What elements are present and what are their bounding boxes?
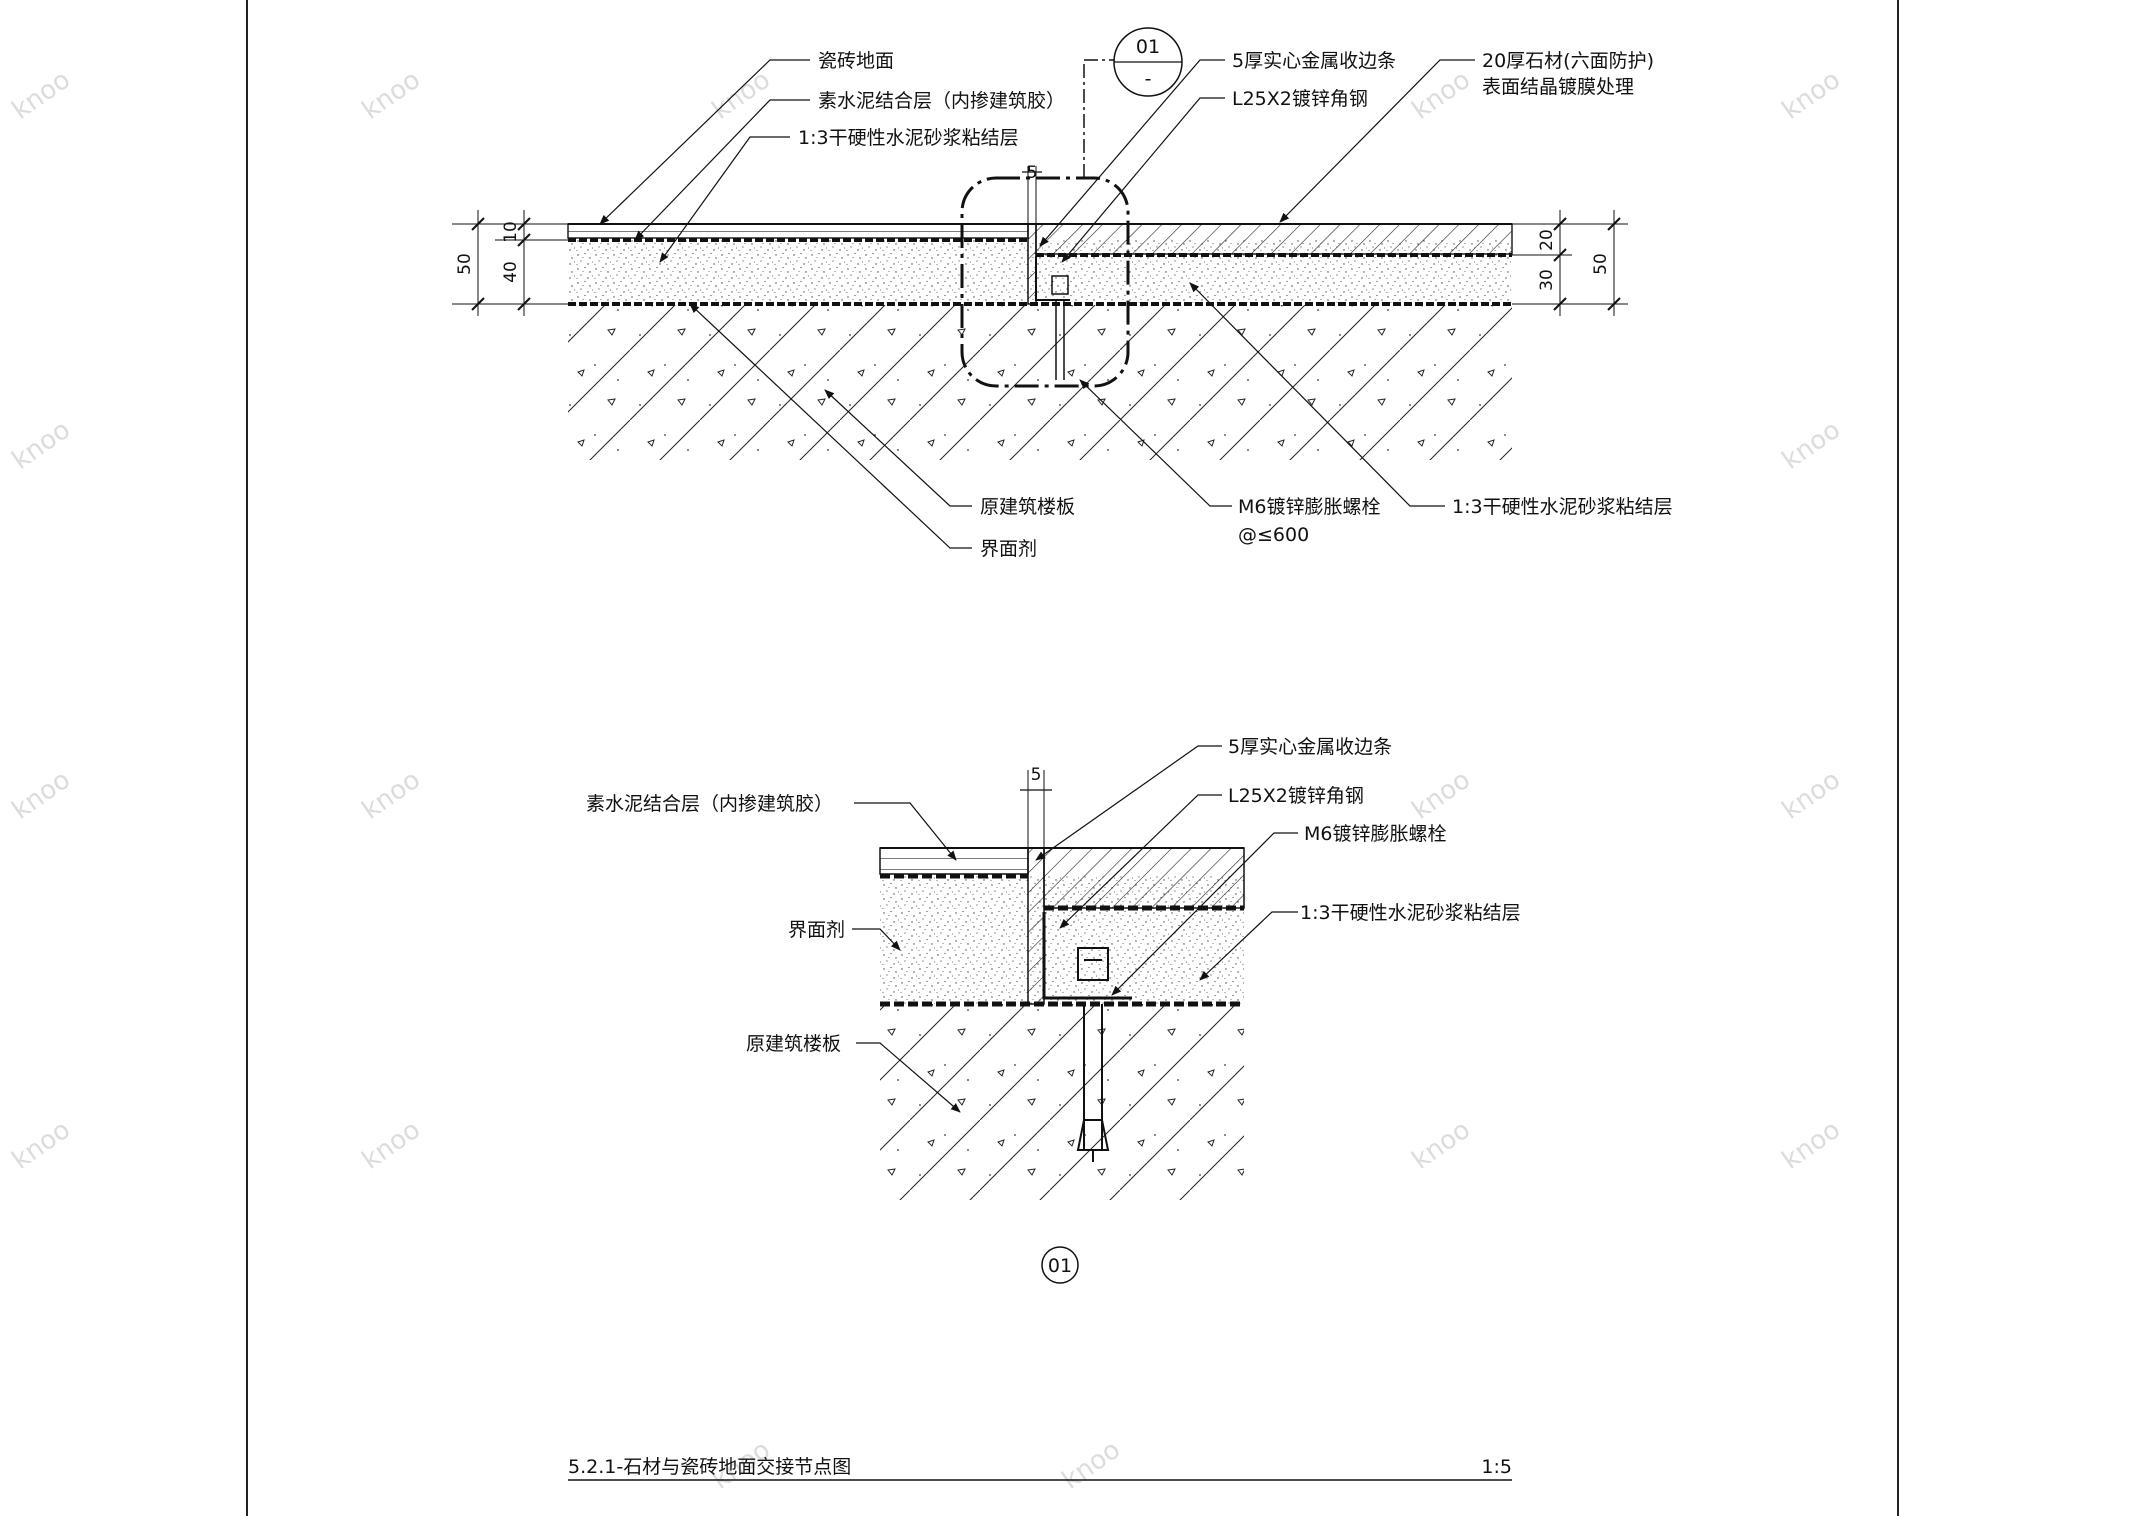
section-overview: 01 - 5 50 10 40 [452,27,1673,560]
detail-gap-dimension: 5 [1031,765,1042,785]
label-mortar-layer-left: 1:3干硬性水泥砂浆粘结层 [798,127,1019,149]
detail-callout-box [960,176,1130,388]
watermark: knoo [357,765,426,826]
detail-bolt-head [1077,947,1109,981]
watermark: knoo [1777,1115,1846,1176]
stone-layer [1035,223,1513,255]
leaders-detail [852,745,1298,1113]
watermark: knoo [707,65,776,126]
label-bolt-line1: M6镀锌膨胀螺栓 [1238,496,1380,518]
label-cement-bond-layer: 素水泥结合层（内掺建筑胶） [818,90,1065,112]
dim-right-total: 50 [1591,253,1611,275]
angle-steel [1035,256,1070,301]
label-original-slab: 原建筑楼板 [980,496,1075,518]
watermark: knoo [1407,1115,1476,1176]
label-tile-floor: 瓷砖地面 [818,50,894,72]
detail-label-angle-steel: L25X2镀锌角钢 [1228,785,1364,807]
label-bolt-line2: @≤600 [1238,524,1309,546]
dim-left-total: 50 [455,253,475,275]
detail-label-interface-agent: 界面剂 [788,919,845,941]
detail-label-metal-trim: 5厚实心金属收边条 [1228,736,1392,758]
section-detail: 5 5厚实心金属收边条 L25X2镀锌角钢 M6镀锌膨胀螺栓 素水泥结合层（内掺… [586,736,1521,1284]
dims-left: 50 10 40 [452,210,568,316]
drawing-scale: 1:5 [1481,1456,1512,1478]
bolt-head [1051,275,1069,295]
watermark: knoo [7,415,76,476]
watermark: knoo [7,765,76,826]
detail-angle-steel [1042,912,1132,1000]
watermark: knoo [357,1115,426,1176]
title-block: 5.2.1-石材与瓷砖地面交接节点图 1:5 [568,1456,1512,1481]
detail-number-circle [1041,1246,1079,1284]
watermark: knoo [7,65,76,126]
dims-right: 20 30 50 [1512,210,1628,316]
drawing-title: 5.2.1-石材与瓷砖地面交接节点图 [568,1456,851,1478]
leaders-top [599,59,1475,549]
label-stone-line2: 表面结晶镀膜处理 [1482,76,1634,98]
metal-trim [1027,223,1037,305]
label-mortar-layer-right: 1:3干硬性水泥砂浆粘结层 [1452,496,1673,518]
watermark: knoo [1407,765,1476,826]
dim-right-bottom: 30 [1537,269,1557,291]
detail-label-original-slab: 原建筑楼板 [746,1033,841,1055]
dim-left-top: 10 [501,221,521,243]
callout-number: 01 [1136,36,1160,58]
detail-slab-hatch [880,1004,1244,1200]
slab-hatch [568,305,1512,460]
tile-layer [567,223,1029,239]
detail-tile-layer [879,847,1029,875]
detail-stone-layer [1043,847,1245,909]
watermark: knoo [7,1115,76,1176]
detail-number: 01 [1048,1255,1072,1277]
detail-label-mortar-layer: 1:3干硬性水泥砂浆粘结层 [1300,902,1521,924]
watermark: knoo [1777,415,1846,476]
watermark: knoo [1777,765,1846,826]
dim-right-top: 20 [1537,229,1557,251]
label-metal-trim: 5厚实心金属收边条 [1232,50,1396,72]
label-interface-agent: 界面剂 [980,538,1037,560]
watermark: knoo [357,65,426,126]
label-angle-steel: L25X2镀锌角钢 [1232,88,1368,110]
detail-label-cement-bond-layer: 素水泥结合层（内掺建筑胶） [586,793,833,815]
watermark: knoo [1777,65,1846,126]
dim-left-bottom: 40 [501,261,521,283]
callout-sheet: - [1145,68,1152,90]
detail-label-bolt: M6镀锌膨胀螺栓 [1304,823,1446,845]
watermark: knoo [1407,65,1476,126]
gap-dimension: 5 [1027,163,1038,183]
detail-metal-trim [1027,847,1045,1005]
watermark: knoo [1057,1435,1126,1496]
label-stone-line1: 20厚石材(六面防护) [1482,50,1654,72]
